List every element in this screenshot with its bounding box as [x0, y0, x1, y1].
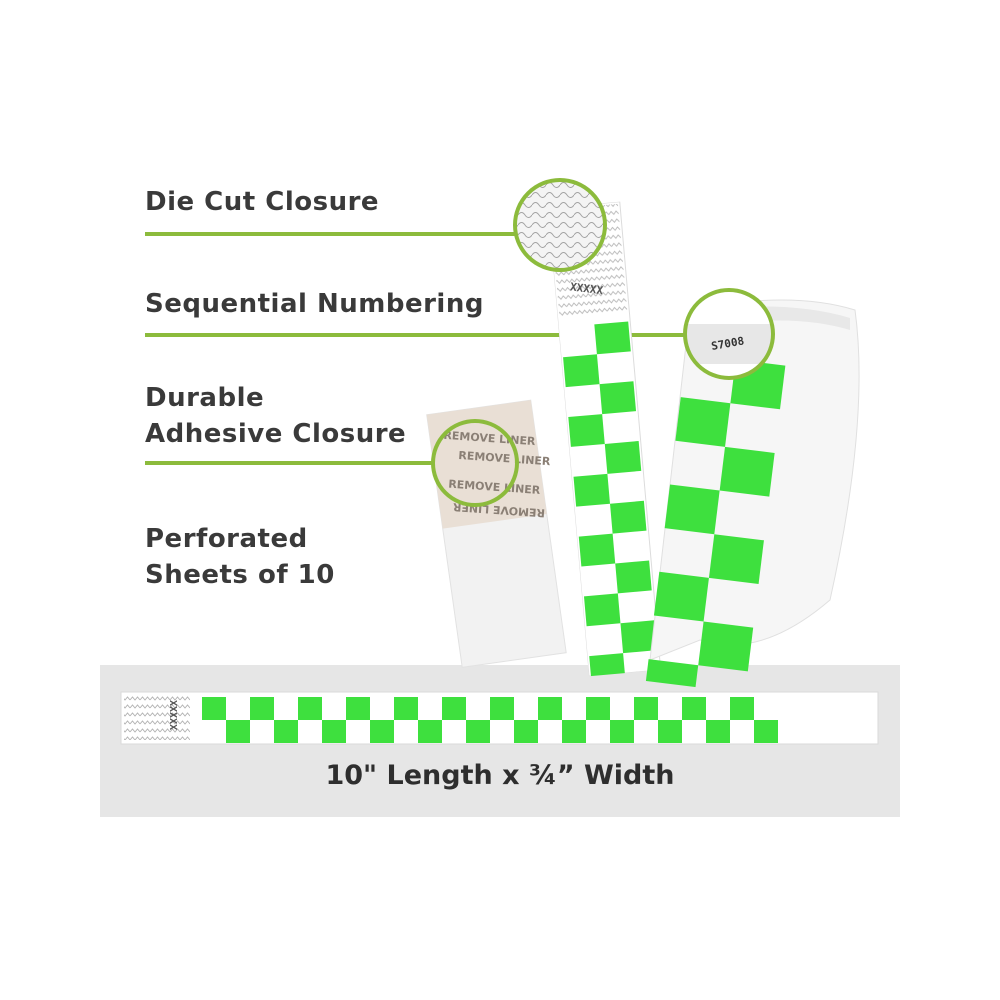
check-square — [202, 697, 226, 720]
check-square — [594, 321, 631, 355]
loop-band-checks — [643, 359, 786, 699]
liner-text-3: REMOVE LINER — [448, 478, 541, 497]
check-square — [653, 571, 709, 622]
flat-band-checks — [202, 697, 778, 743]
feature-label-perforated-line1: Perforated — [145, 524, 308, 554]
check-square — [442, 697, 466, 720]
tall-band-number: XXXXX — [569, 280, 604, 297]
check-square — [490, 697, 514, 720]
check-square — [754, 720, 778, 743]
check-square — [698, 621, 754, 672]
check-square — [394, 697, 418, 720]
looped-wristband: S7008 — [643, 299, 860, 699]
check-square — [610, 500, 647, 534]
feature-label-adhesive-closure: Durable Adhesive Closure — [145, 380, 406, 452]
check-square — [578, 533, 616, 567]
check-square — [538, 697, 562, 720]
sequential-number-magnifier: S7008 — [683, 288, 775, 380]
liner-text-2: REMOVE LINER — [458, 449, 551, 468]
check-square — [466, 720, 490, 743]
check-square — [250, 697, 274, 720]
check-square — [589, 653, 626, 677]
check-square — [634, 697, 658, 720]
check-square — [615, 560, 652, 594]
flat-wristband: XXXXX — [120, 691, 879, 745]
check-square — [682, 697, 706, 720]
leader-line-die-cut — [145, 232, 517, 236]
magnified-sequence-number: S7008 — [710, 334, 745, 353]
check-square — [322, 720, 346, 743]
check-square — [604, 440, 642, 474]
check-square — [562, 720, 586, 743]
check-square — [274, 720, 298, 743]
check-square — [599, 381, 637, 415]
check-square — [563, 354, 600, 388]
check-square — [610, 720, 634, 743]
check-square — [664, 484, 720, 535]
check-square — [370, 720, 394, 743]
check-square — [708, 534, 764, 584]
adhesive-closure-magnifier — [431, 419, 519, 507]
check-square — [514, 720, 538, 743]
check-square — [226, 720, 250, 743]
check-square — [706, 720, 730, 743]
check-square — [586, 697, 610, 720]
check-square — [675, 397, 731, 447]
check-square — [583, 593, 621, 627]
die-cut-magnifier — [513, 178, 607, 272]
feature-label-perforated-line2: Sheets of 10 — [145, 560, 335, 590]
check-square — [620, 620, 657, 654]
dimension-caption: 10" Length x ¾” Width — [325, 760, 675, 791]
check-square — [730, 697, 754, 720]
feature-label-sequential-numbering: Sequential Numbering — [145, 289, 484, 319]
feature-label-adhesive-line2: Adhesive Closure — [145, 419, 407, 449]
check-square — [298, 697, 322, 720]
feature-label-perforated-sheets: Perforated Sheets of 10 — [145, 521, 335, 593]
leader-line-adhesive — [145, 461, 432, 465]
adhesive-liner-band: REMOVE LINER REMOVE LINER REMOVE LINER R… — [426, 399, 567, 668]
feature-label-die-cut: Die Cut Closure — [145, 187, 380, 217]
feature-label-adhesive-line1: Durable — [145, 383, 265, 413]
leader-line-sequential — [145, 333, 690, 337]
flat-band-number: XXXXX — [167, 700, 178, 730]
check-square — [573, 473, 611, 507]
tall-band-checks — [563, 321, 657, 677]
check-square — [719, 446, 775, 497]
tall-wristband: XXXXX — [548, 201, 662, 677]
check-square — [418, 720, 442, 743]
check-square — [658, 720, 682, 743]
check-square — [568, 414, 605, 447]
check-square — [346, 697, 370, 720]
